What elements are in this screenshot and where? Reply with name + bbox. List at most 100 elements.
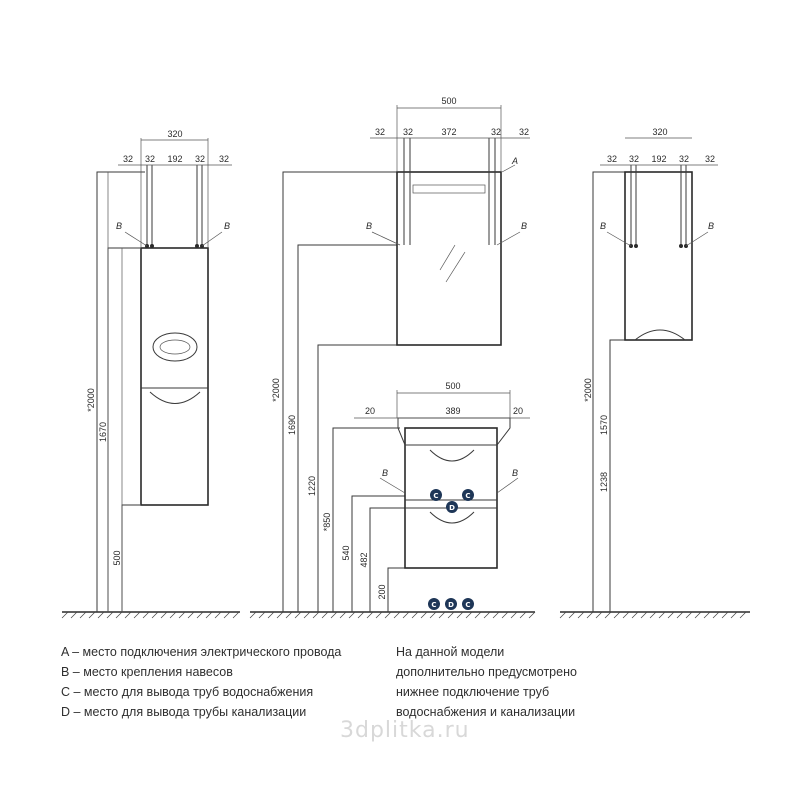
floor-hatch-line — [214, 611, 222, 619]
floor-hatch-line — [456, 611, 464, 619]
floor-hatch-line — [528, 611, 536, 619]
floor-hatch-line — [577, 611, 585, 619]
floor-hatch-line — [510, 611, 518, 619]
floor-hatch-line — [79, 611, 87, 619]
floor-hatch-line — [640, 611, 648, 619]
center-height-850: *850 — [322, 513, 332, 532]
floor-hatch-line — [730, 611, 738, 619]
badge-c-3: C — [431, 601, 436, 609]
left-marker-b-2: B — [224, 221, 230, 231]
left-seg-1: 32 — [123, 154, 133, 164]
left-height-500: 500 — [112, 550, 122, 565]
floor-hatch-line — [739, 611, 747, 619]
center-height-2000: *2000 — [271, 378, 281, 402]
center-seg-2: 32 — [403, 127, 413, 137]
floor-hatch-line — [375, 611, 383, 619]
floor-hatch-line — [151, 611, 159, 619]
center-seg-1: 32 — [375, 127, 385, 137]
floor-hatch-line — [321, 611, 329, 619]
center-marker-a: A — [511, 156, 518, 166]
floor-hatch-line — [70, 611, 78, 619]
model-note: На данной модели дополнительно предусмот… — [396, 642, 577, 722]
center-marker-b-1: B — [366, 221, 372, 231]
floor-hatch-line — [613, 611, 621, 619]
floor-hatch-line — [712, 611, 720, 619]
floor-hatch-line — [501, 611, 509, 619]
floor-hatch-line — [721, 611, 729, 619]
floor-hatch-line — [142, 611, 150, 619]
floor-hatch-line — [559, 611, 567, 619]
floor-hatch-line — [312, 611, 320, 619]
floor-hatch-line — [106, 611, 114, 619]
floor-hatch-line — [622, 611, 630, 619]
legend-item-b: B – место крепления навесов — [61, 665, 233, 679]
right-seg-2: 32 — [629, 154, 639, 164]
floor-hatch-line — [196, 611, 204, 619]
floor-hatch-line — [330, 611, 338, 619]
floor-hatch-line — [249, 611, 257, 619]
floor-hatch-line — [285, 611, 293, 619]
right-height-1570: 1570 — [599, 415, 609, 435]
center-seg-5: 32 — [519, 127, 529, 137]
floor-hatch-line — [429, 611, 437, 619]
floor-hatch-line — [474, 611, 482, 619]
floor-hatch-line — [357, 611, 365, 619]
left-height-2000: *2000 — [86, 388, 96, 412]
floor-hatch-line — [276, 611, 284, 619]
badge-c-1: C — [433, 492, 438, 500]
right-height-2000: *2000 — [583, 378, 593, 402]
center-seg-4: 32 — [491, 127, 501, 137]
legend-item-c: C – место для вывода труб водоснабжения — [61, 685, 314, 699]
center-marker-b-3: B — [382, 468, 388, 478]
floor-hatch-line — [649, 611, 657, 619]
center-sink-seg-3: 20 — [513, 406, 523, 416]
floor-right — [559, 611, 750, 619]
center-seg-3: 372 — [441, 127, 456, 137]
floor-hatch-line — [267, 611, 275, 619]
note-line-4: водоснабжения и канализации — [396, 705, 576, 719]
floor-hatch-line — [223, 611, 231, 619]
left-seg-2: 32 — [145, 154, 155, 164]
floor-hatch-line — [133, 611, 141, 619]
right-width-320: 320 — [652, 127, 667, 137]
legend: A – место подключения электрического про… — [61, 642, 341, 722]
floor-hatch-line — [402, 611, 410, 619]
note-line-3: нижнее подключение труб — [396, 685, 550, 699]
right-seg-4: 32 — [679, 154, 689, 164]
center-height-482: 482 — [359, 552, 369, 567]
floor-hatch-line — [411, 611, 419, 619]
floor-hatch-line — [169, 611, 177, 619]
right-seg-1: 32 — [607, 154, 617, 164]
right-height-1238: 1238 — [599, 472, 609, 492]
floor-hatch-line — [205, 611, 213, 619]
floor-hatch-line — [124, 611, 132, 619]
floor-hatch-line — [703, 611, 711, 619]
floor-hatch-line — [694, 611, 702, 619]
floor-hatch-line — [258, 611, 266, 619]
left-view — [96, 138, 232, 612]
floor-hatch-line — [88, 611, 96, 619]
right-seg-3: 192 — [651, 154, 666, 164]
floor-hatch-line — [339, 611, 347, 619]
badge-d-2: D — [448, 601, 454, 609]
right-view — [592, 137, 718, 612]
floor-hatch-line — [160, 611, 168, 619]
badge-c-4: C — [465, 601, 470, 609]
right-seg-5: 32 — [705, 154, 715, 164]
floor-hatch-line — [676, 611, 684, 619]
floor-hatch-line — [61, 611, 69, 619]
floor-hatch-line — [393, 611, 401, 619]
floor-hatch-line — [492, 611, 500, 619]
floor-left — [61, 611, 240, 619]
note-line-2: дополнительно предусмотрено — [396, 665, 577, 679]
floor-hatch-line — [447, 611, 455, 619]
center-height-1690: 1690 — [287, 415, 297, 435]
floor-hatch-line — [115, 611, 123, 619]
floor-hatch-line — [586, 611, 594, 619]
floor-hatch-line — [483, 611, 491, 619]
floor-hatch-line — [366, 611, 374, 619]
right-marker-b-2: B — [708, 221, 714, 231]
left-marker-b-1: B — [116, 221, 122, 231]
center-height-540: 540 — [341, 545, 351, 560]
floor-hatch-line — [303, 611, 311, 619]
